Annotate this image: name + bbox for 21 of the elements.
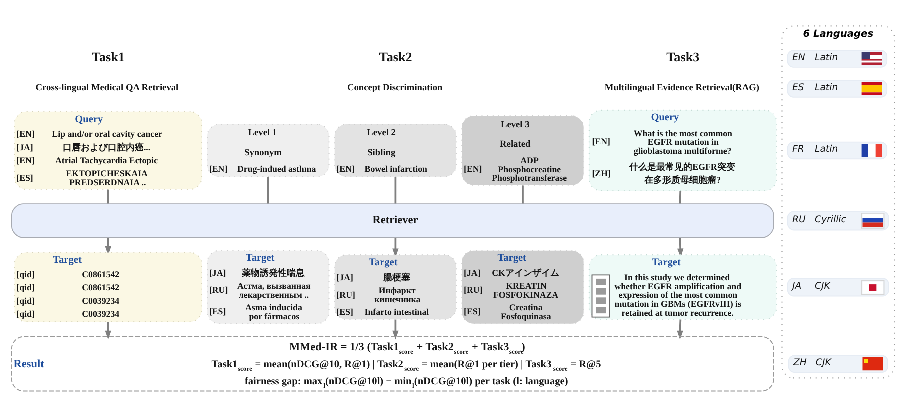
node-box: Level 2 Sibling [EN] Bowel infarction <box>334 123 458 177</box>
label: Task2 <box>379 49 412 64</box>
node-box: Target In this study we determined whether EGFR amplification and expression of the most common mutation in GBMs (EGFRvIII) is retained at tumor recurrence. <box>588 254 778 320</box>
label: Concept Discrimination <box>347 82 443 93</box>
node-box: Retriever <box>11 203 774 238</box>
arrow <box>105 322 112 340</box>
node-box: Target [JA] 腸梗塞 [RU] Инфаркт кишечника [ES] Infarto intestinal <box>334 254 458 320</box>
arrow <box>392 319 399 340</box>
node-box: Target [JA] CKアインザイム [RU] KREATIN FOSFOKINAZA [ES] Creatina Fosfoquinasa <box>462 250 584 324</box>
node-box: FR Latin <box>787 141 888 160</box>
node-box: Target [qid] C0861542 [qid] C0861542 [qid] C0039234 [qid] C0039234 <box>14 252 203 322</box>
arrow <box>677 319 684 340</box>
node-box: Query [EN] What is the most common EGFR mutation in glioblastoma multiforme? [ZH] 什么是最常见的EGFR突变在多形质母细胞瘤? <box>588 109 778 192</box>
node-box: Level 1 Synonym [EN] Drug-indued asthma <box>207 123 330 177</box>
node-box: Query [EN] Lip and/or oral cavity cancer [JA] 口唇および口腔内癌... [EN] Atrial Tachycardia Ectopic [ES] EKTOPICHESKAIA PREDSERDNAIA .. <box>14 110 203 190</box>
label: Task1 <box>92 49 125 64</box>
node-box: Level 3 Related [EN] ADP Phosphocreatine Phosphotransferase <box>462 115 584 186</box>
label: Multilingual Evidence Retrieval(RAG) <box>604 82 760 93</box>
label: Cross-lingual Medical QA Retrieval <box>36 82 179 93</box>
node-box: Result MMed-IR = 1/3 (Task1$_{score}$ + Task2$_{score}$ + Task3$_{score}$) Task1$_{score}$ = mean(nDCG@10, R@1) | Task2$_{score}$ = mean(R@1 per tier) | Task3$_{score}$ = R@5 fairness gap: max$_{l}$(nDCG@10l) − min$_{l}$(nDCG@10l) per task (l: language) <box>11 336 774 392</box>
label: Task3 <box>666 49 700 64</box>
